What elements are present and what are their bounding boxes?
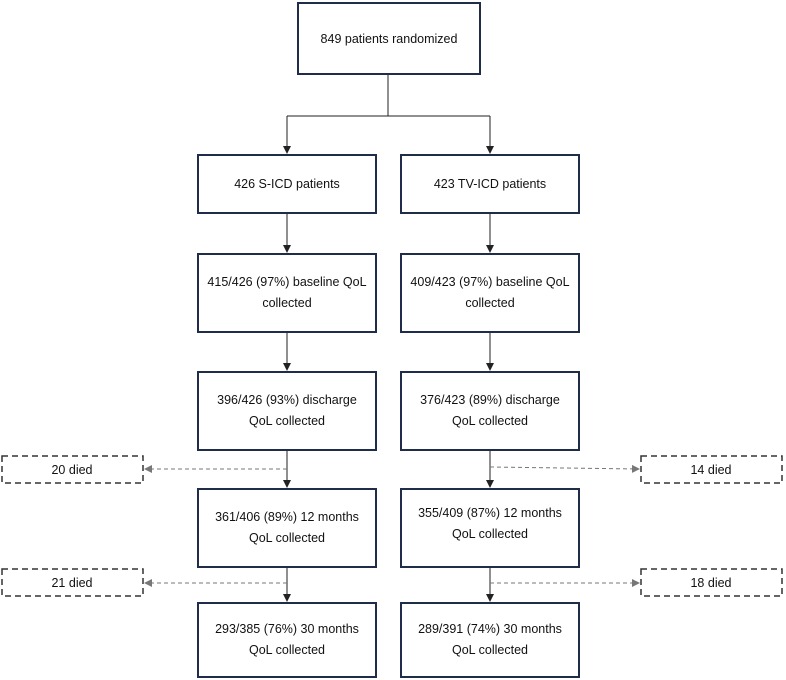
right-group-box	[400, 154, 580, 214]
dashed-arrows	[144, 464, 640, 587]
left-died-text-2: 21 died	[51, 576, 92, 590]
right-12months-box	[400, 488, 580, 568]
left-baseline-box	[197, 253, 377, 333]
right-died-text-1: 14 died	[690, 463, 731, 477]
right-baseline-text-1: 409/423 (97%) baseline QoL	[410, 275, 569, 289]
right-30months-text-1: 289/391 (74%) 30 months	[418, 622, 562, 636]
right-12months-text-2: QoL collected	[452, 527, 528, 541]
left-discharge-text-1: 396/426 (93%) discharge	[217, 393, 357, 407]
left-discharge-text-2: QoL collected	[249, 414, 325, 428]
right-group-text: 423 TV-ICD patients	[434, 177, 546, 191]
left-group-box	[197, 154, 377, 214]
left-30months-box	[197, 602, 377, 678]
dashed-arrow-right-1	[489, 464, 640, 473]
left-died-box-1	[1, 455, 144, 484]
left-12months-box	[197, 488, 377, 568]
right-30months-box	[400, 602, 580, 678]
right-12months-text-1: 355/409 (87%) 12 months	[418, 506, 562, 520]
left-died-text-1: 20 died	[51, 463, 92, 477]
side-boxes	[1, 455, 783, 597]
boxes	[197, 2, 580, 678]
right-discharge-text-1: 376/423 (89%) discharge	[420, 393, 560, 407]
right-30months-text-2: QoL collected	[452, 643, 528, 657]
right-died-box-2	[640, 568, 783, 597]
left-baseline-text-2: collected	[262, 296, 311, 310]
left-discharge-box	[197, 371, 377, 451]
right-baseline-box	[400, 253, 580, 333]
left-died-box-2	[1, 568, 144, 597]
right-died-text-2: 18 died	[690, 576, 731, 590]
root-box-text: 849 patients randomized	[321, 32, 458, 46]
left-30months-text-2: QoL collected	[249, 643, 325, 657]
right-baseline-text-2: collected	[465, 296, 514, 310]
connectors	[283, 74, 494, 602]
left-12months-text-2: QoL collected	[249, 531, 325, 545]
right-discharge-box	[400, 371, 580, 451]
root-box	[297, 2, 481, 75]
left-12months-text-1: 361/406 (89%) 12 months	[215, 510, 359, 524]
left-baseline-text-1: 415/426 (97%) baseline QoL	[207, 275, 366, 289]
right-died-box-1	[640, 455, 783, 484]
left-group-text: 426 S-ICD patients	[234, 177, 340, 191]
right-discharge-text-2: QoL collected	[452, 414, 528, 428]
left-30months-text-1: 293/385 (76%) 30 months	[215, 622, 359, 636]
